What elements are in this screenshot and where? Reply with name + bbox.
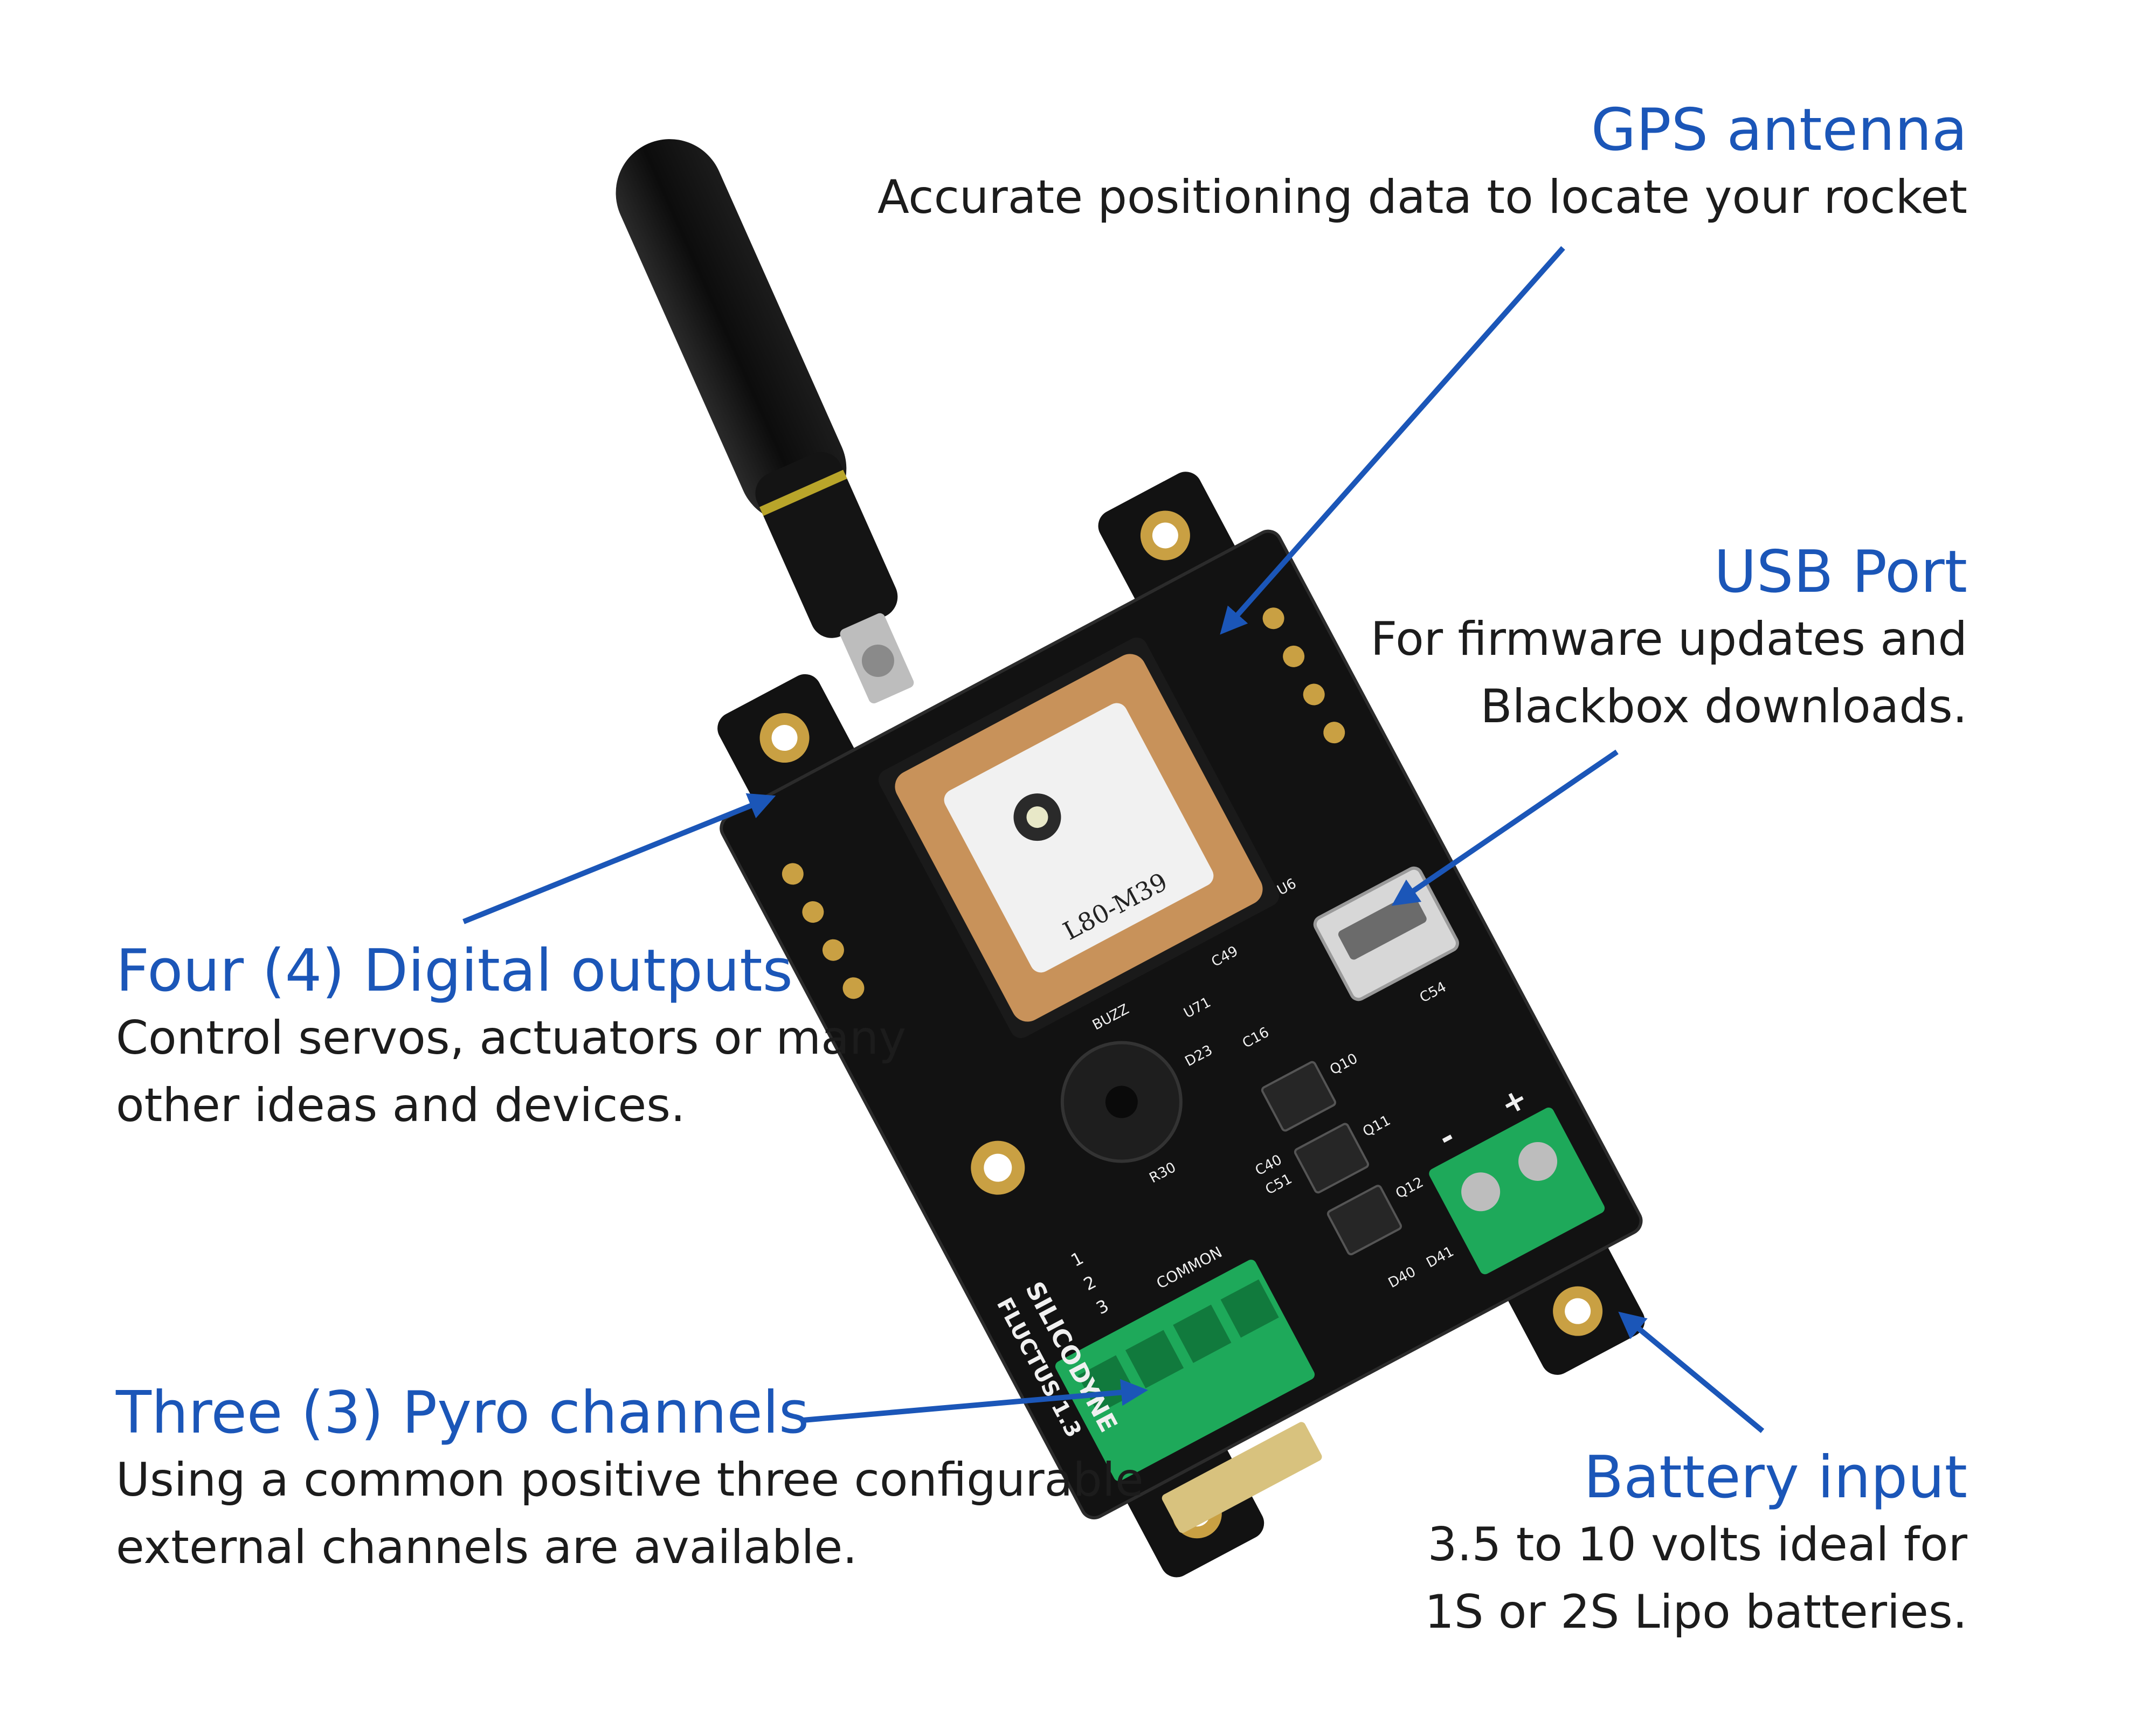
digital-outputs-callout-title: Four (4) Digital outputs bbox=[116, 937, 793, 1005]
gps-callout-line-1: Accurate positioning data to locate your… bbox=[877, 170, 1967, 225]
pyro-arrow bbox=[803, 1379, 1148, 1423]
digital-arrow bbox=[462, 793, 776, 924]
battery-callout-line-2: 1S or 2S Lipo batteries. bbox=[1425, 1585, 1967, 1639]
battery-callout: Battery input 3.5 to 10 volts ideal for … bbox=[1425, 1444, 1967, 1646]
usb-callout-line-2: Blackbox downloads. bbox=[1480, 679, 1967, 734]
pyro-channels-callout-line-2: external channels are available. bbox=[116, 1520, 858, 1574]
usb-callout: USB Port For firmware updates and Blackb… bbox=[1370, 538, 1967, 741]
battery-callout-line-1: 3.5 to 10 volts ideal for bbox=[1427, 1518, 1967, 1572]
digital-outputs-callout-line-2: other ideas and devices. bbox=[116, 1078, 686, 1132]
antenna bbox=[616, 139, 914, 704]
gps-callout-title: GPS antenna bbox=[1591, 96, 1967, 164]
digital-outputs-callout-line-1: Control servos, actuators or many bbox=[116, 1011, 907, 1066]
gps-arrow bbox=[1220, 246, 1565, 635]
digital-outputs-callout: Four (4) Digital outputs Control servos,… bbox=[116, 937, 907, 1139]
pyro-channels-callout-line-1: Using a common positive three configurab… bbox=[116, 1453, 1144, 1507]
usb-callout-line-1: For firmware updates and bbox=[1370, 612, 1967, 667]
usb-arrow bbox=[1391, 749, 1619, 906]
usb-callout-title: USB Port bbox=[1713, 538, 1967, 606]
pyro-channels-callout-title: Three (3) Pyro channels bbox=[116, 1379, 810, 1447]
battery-callout-title: Battery input bbox=[1584, 1444, 1967, 1511]
gps-callout: GPS antenna Accurate positioning data to… bbox=[877, 96, 1967, 231]
pyro-channels-callout: Three (3) Pyro channels Using a common p… bbox=[116, 1379, 1144, 1581]
battery-arrow bbox=[1618, 1311, 1765, 1433]
pcb-board bbox=[717, 472, 1645, 1578]
